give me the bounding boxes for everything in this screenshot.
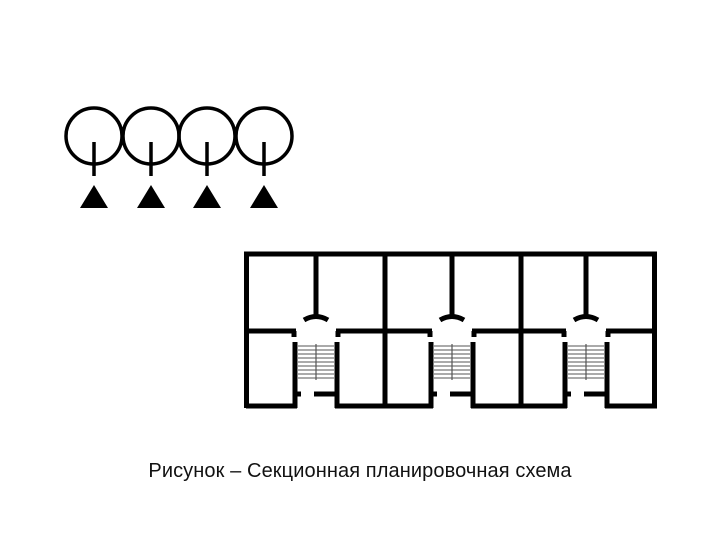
section-symbol-4 <box>234 106 294 208</box>
section-2 <box>385 254 521 409</box>
entrance-triangle-icon <box>137 185 165 208</box>
entrance-triangle-icon <box>80 185 108 208</box>
stair-icon <box>568 344 604 380</box>
section-symbol-3 <box>177 106 237 208</box>
section-symbol-2 <box>121 106 181 208</box>
section-symbol-1 <box>64 106 124 208</box>
stair-icon <box>298 344 334 380</box>
figure-caption: Рисунок – Секционная планировочная схема <box>148 460 572 482</box>
entrance-triangle-icon <box>193 185 221 208</box>
stair-icon <box>434 344 470 380</box>
section-symbols <box>64 106 294 208</box>
section-3 <box>521 254 657 409</box>
section-1 <box>246 254 385 409</box>
entrance-triangle-icon <box>250 185 278 208</box>
